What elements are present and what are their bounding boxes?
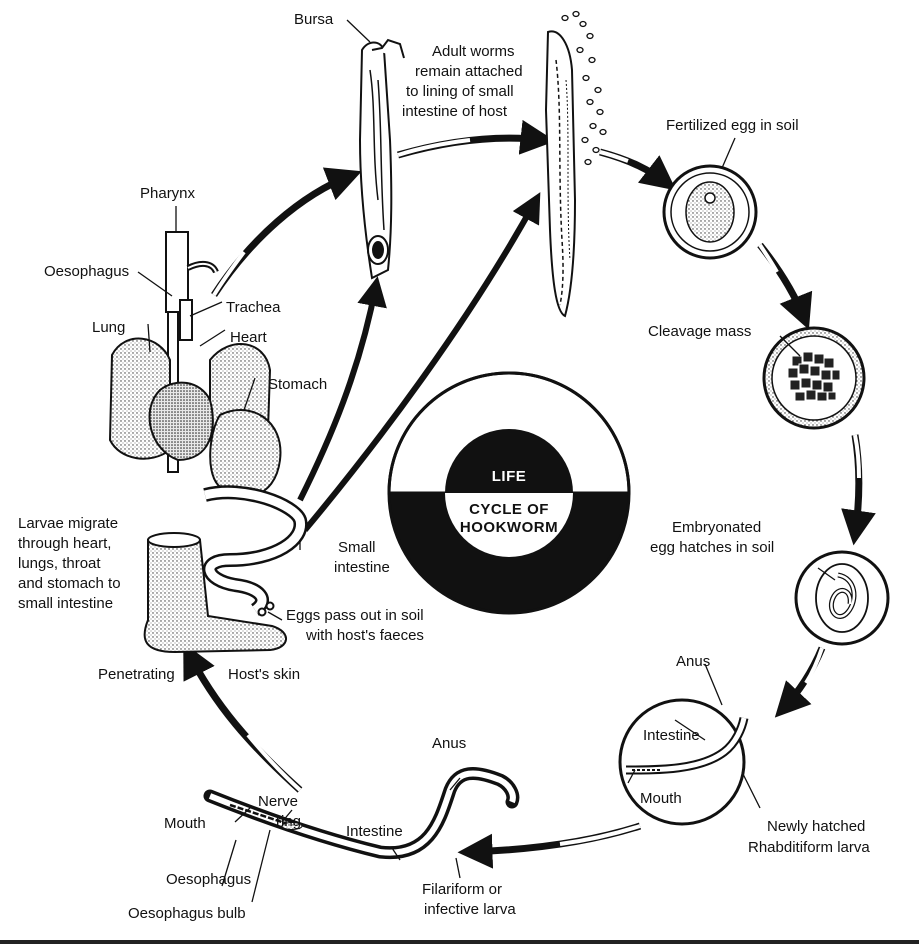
center-cycle-text: CYCLE OF bbox=[469, 501, 549, 518]
label-embryonated-line1: Embryonated bbox=[672, 519, 761, 536]
label-larvae-line2: through heart, bbox=[18, 535, 111, 552]
center-emblem: LIFE CYCLE OF HOOKWORM bbox=[389, 373, 629, 613]
label-embryonated-line2: egg hatches in soil bbox=[650, 539, 774, 556]
label-larvae-line5: small intestine bbox=[18, 595, 113, 612]
label-larvae-line1: Larvae migrate bbox=[18, 515, 118, 532]
center-hookworm-text: HOOKWORM bbox=[460, 519, 558, 536]
arrow-trachea-to-bursa bbox=[214, 175, 352, 295]
label-adult-line4: intestine of host bbox=[402, 103, 508, 120]
rhabditiform-larva-illustration bbox=[620, 700, 744, 824]
adult-worm-illustration bbox=[546, 31, 575, 316]
label-trachea: Trachea bbox=[226, 299, 281, 316]
label-small-intestine-2: intestine bbox=[334, 559, 390, 576]
label-intestine-bottom: Intestine bbox=[346, 823, 403, 840]
filariform-larva-illustration bbox=[210, 773, 513, 852]
label-oesophagus-bulb: Oesophagus bulb bbox=[128, 905, 246, 922]
label-stomach: Stomach bbox=[268, 376, 327, 393]
label-adult-line2: remain attached bbox=[415, 63, 523, 80]
arrow-bursa-to-adult bbox=[398, 138, 545, 155]
label-filariform-2: infective larva bbox=[424, 901, 516, 918]
label-nerve-ring-2: ring bbox=[276, 813, 301, 830]
label-newly-hatched: Newly hatched bbox=[767, 818, 865, 835]
label-larvae-line4: and stomach to bbox=[18, 575, 121, 592]
label-bursa: Bursa bbox=[294, 11, 334, 28]
label-filariform-1: Filariform or bbox=[422, 881, 502, 898]
label-larvae-line3: lungs, throat bbox=[18, 555, 101, 572]
male-worm-illustration bbox=[360, 40, 404, 278]
label-lung: Lung bbox=[92, 319, 125, 336]
label-anus-right: Anus bbox=[676, 653, 710, 670]
fertilized-egg-illustration bbox=[664, 166, 756, 258]
label-mouth-right: Mouth bbox=[640, 790, 682, 807]
label-adult-line1: Adult worms bbox=[432, 43, 515, 60]
label-anus-bottom: Anus bbox=[432, 735, 466, 752]
label-hosts-skin: Host's skin bbox=[228, 666, 300, 683]
arrow-rhabditiform-to-filariform bbox=[468, 826, 640, 852]
label-intestine-right: Intestine bbox=[643, 727, 700, 744]
label-rhabditiform: Rhabditiform larva bbox=[748, 839, 870, 856]
label-penetrating: Penetrating bbox=[98, 666, 175, 683]
label-cleavage-mass: Cleavage mass bbox=[648, 323, 751, 340]
label-small-intestine-1: Small bbox=[338, 539, 376, 556]
embryonated-egg-illustration bbox=[796, 552, 888, 644]
label-oesophagus-bottom: Oesophagus bbox=[166, 871, 251, 888]
label-oesophagus-left: Oesophagus bbox=[44, 263, 129, 280]
label-fertilized-egg: Fertilized egg in soil bbox=[666, 117, 799, 134]
bottom-border bbox=[0, 940, 919, 944]
label-eggs-line1: Eggs pass out in soil bbox=[286, 607, 424, 624]
arrow-embryo-to-rhabditiform bbox=[782, 648, 822, 710]
label-pharynx: Pharynx bbox=[140, 185, 196, 202]
label-eggs-line2: with host's faeces bbox=[305, 627, 424, 644]
label-heart: Heart bbox=[230, 329, 268, 346]
center-life-text: LIFE bbox=[492, 468, 527, 485]
label-mouth-bottom: Mouth bbox=[164, 815, 206, 832]
label-adult-line3: to lining of small bbox=[406, 83, 514, 100]
host-anatomy-illustration bbox=[110, 232, 301, 652]
label-nerve-ring-1: Nerve bbox=[258, 793, 298, 810]
cleavage-mass-illustration bbox=[764, 328, 864, 428]
